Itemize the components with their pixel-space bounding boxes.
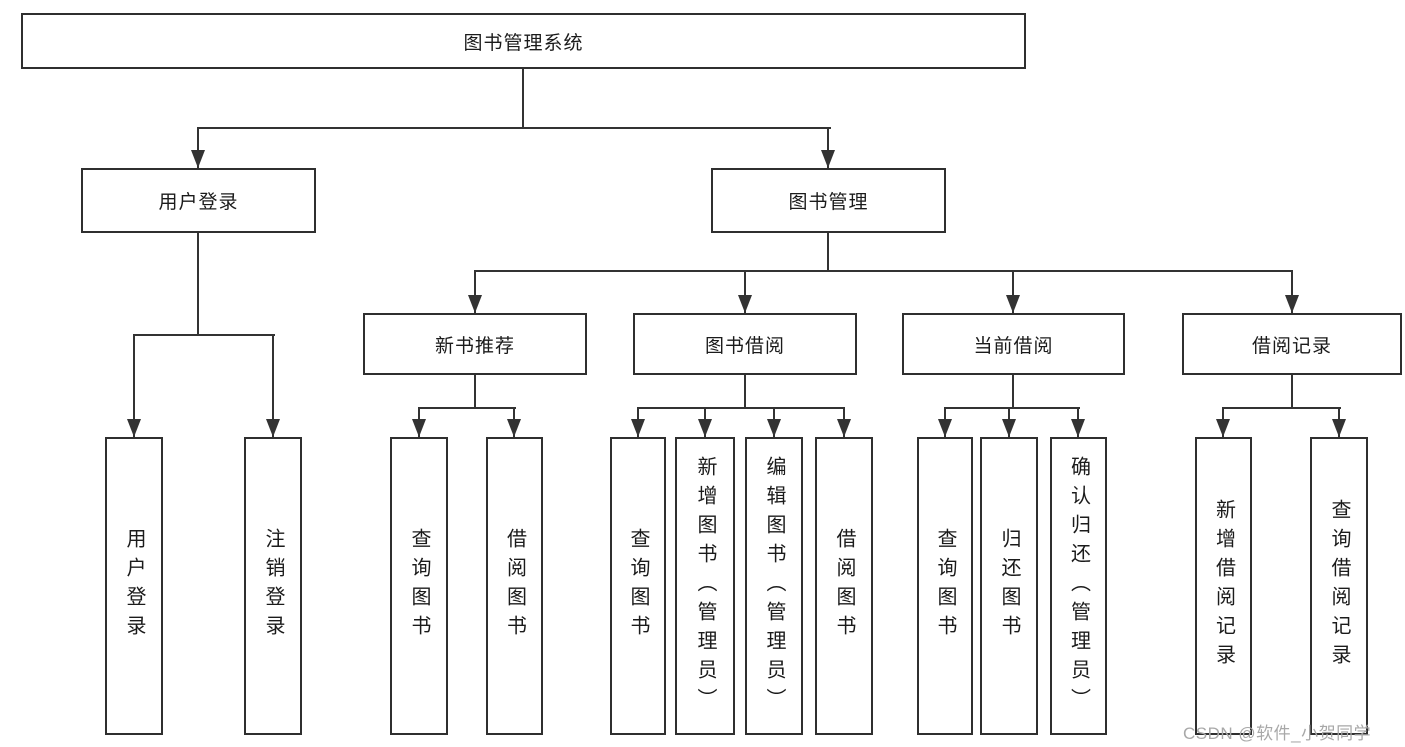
connector-stem-currentborrow-to-leaves: [1012, 375, 1014, 409]
connector-stem-bookborrow-to-leaves: [744, 375, 746, 409]
arrow-down-icon-bookmgmt-to-level3-0: [468, 295, 482, 313]
node-label: 图书管理系统: [463, 32, 584, 54]
connector-bar-bookborrow-to-leaves: [637, 407, 845, 409]
node-label: 查询借阅记录: [1328, 499, 1350, 673]
node-label: 查询图书: [627, 528, 649, 644]
node-leaf-add-book-admin: 新增图书（管理员）: [675, 437, 735, 735]
arrow-down-icon-bookborrow-to-leaves-3: [837, 419, 851, 437]
arrow-down-icon-currentborrow-to-leaves-2: [1071, 419, 1085, 437]
connector-stem-root-to-level2: [522, 68, 524, 129]
connector-stem-userlogin-to-leaves: [197, 233, 199, 336]
node-borrowing-records: 借阅记录: [1182, 313, 1402, 375]
node-book-borrowing: 图书借阅: [633, 313, 857, 375]
arrow-down-icon-bookborrow-to-leaves-1: [698, 419, 712, 437]
connector-bar-newbookrec-to-leaves: [418, 407, 516, 409]
node-label: 新书推荐: [434, 335, 515, 357]
connector-drop-userlogin-to-leaves-0: [133, 335, 135, 437]
node-label: 查询图书: [934, 528, 956, 644]
node-label: 用户登录: [158, 192, 239, 213]
arrow-down-icon-bookmgmt-to-level3-1: [738, 295, 752, 313]
node-leaf-edit-book-admin: 编辑图书（管理员）: [745, 437, 803, 735]
node-label: 借阅图书: [833, 528, 855, 644]
connector-drop-bookmgmt-to-level3-0: [474, 271, 476, 313]
connector-stem-bookmgmt-to-level3: [827, 233, 829, 272]
arrow-down-icon-currentborrow-to-leaves-1: [1002, 419, 1016, 437]
arrow-down-icon-root-to-level2-0: [191, 150, 205, 168]
node-leaf-query-books-1: 查询图书: [390, 437, 448, 735]
node-user-login-branch: 用户登录: [81, 168, 316, 233]
node-label: 图书借阅: [704, 335, 785, 357]
arrow-down-icon-records-to-leaves-1: [1332, 419, 1346, 437]
node-label: 借阅记录: [1251, 335, 1332, 357]
connector-drop-bookmgmt-to-level3-2: [1012, 271, 1014, 313]
connector-drop-root-to-level2-1: [827, 128, 829, 168]
node-leaf-query-books-3: 查询图书: [917, 437, 973, 735]
connector-drop-userlogin-to-leaves-1: [272, 335, 274, 437]
connector-bar-currentborrow-to-leaves: [944, 407, 1080, 409]
node-label: 编辑图书（管理员）: [763, 455, 785, 717]
arrow-down-icon-bookmgmt-to-level3-2: [1006, 295, 1020, 313]
node-book-management-branch: 图书管理: [711, 168, 946, 233]
connector-stem-newbookrec-to-leaves: [474, 375, 476, 409]
connector-bar-bookmgmt-to-level3: [474, 270, 1293, 272]
node-label: 确认归还（管理员）: [1067, 455, 1090, 717]
node-label: 新增图书（管理员）: [694, 455, 716, 717]
node-leaf-return-book: 归还图书: [980, 437, 1038, 735]
arrow-down-icon-bookmgmt-to-level3-3: [1285, 295, 1299, 313]
arrow-down-icon-newbookrec-to-leaves-1: [507, 419, 521, 437]
node-label: 新增借阅记录: [1212, 499, 1235, 673]
connector-drop-bookmgmt-to-level3-3: [1291, 271, 1293, 313]
arrow-down-icon-root-to-level2-1: [821, 150, 835, 168]
node-leaf-query-borrow-record: 查询借阅记录: [1310, 437, 1368, 735]
node-leaf-user-login: 用户登录: [105, 437, 163, 735]
node-leaf-borrow-books-2: 借阅图书: [815, 437, 873, 735]
node-label: 图书管理: [788, 192, 869, 213]
arrow-down-icon-newbookrec-to-leaves-0: [412, 419, 426, 437]
connector-bar-userlogin-to-leaves: [133, 334, 275, 336]
arrow-down-icon-bookborrow-to-leaves-2: [767, 419, 781, 437]
node-leaf-query-books-2: 查询图书: [610, 437, 666, 735]
node-leaf-add-borrow-record: 新增借阅记录: [1195, 437, 1252, 735]
node-new-book-recommendation: 新书推荐: [363, 313, 587, 375]
connector-stem-records-to-leaves: [1291, 375, 1293, 409]
connector-drop-root-to-level2-0: [197, 128, 199, 168]
node-leaf-confirm-return-admin: 确认归还（管理员）: [1050, 437, 1107, 735]
node-label: 用户登录: [123, 528, 145, 644]
connector-drop-bookmgmt-to-level3-1: [744, 271, 746, 313]
node-label: 当前借阅: [973, 335, 1054, 357]
arrow-down-icon-records-to-leaves-0: [1216, 419, 1230, 437]
arrow-down-icon-userlogin-to-leaves-0: [127, 419, 141, 437]
node-label: 查询图书: [408, 528, 430, 644]
node-leaf-logout: 注销登录: [244, 437, 302, 735]
node-label: 借阅图书: [503, 528, 526, 644]
arrow-down-icon-userlogin-to-leaves-1: [266, 419, 280, 437]
arrow-down-icon-bookborrow-to-leaves-0: [631, 419, 645, 437]
node-label: 注销登录: [262, 528, 284, 644]
node-library-management-system: 图书管理系统: [21, 13, 1026, 69]
arrow-down-icon-currentborrow-to-leaves-0: [938, 419, 952, 437]
node-leaf-borrow-books-1: 借阅图书: [486, 437, 543, 735]
connector-bar-records-to-leaves: [1222, 407, 1341, 409]
csdn-watermark: CSDN @软件_小贺同学: [1183, 724, 1372, 743]
node-current-borrowing: 当前借阅: [902, 313, 1125, 375]
connector-bar-root-to-level2: [197, 127, 831, 129]
node-label: 归还图书: [998, 528, 1020, 644]
